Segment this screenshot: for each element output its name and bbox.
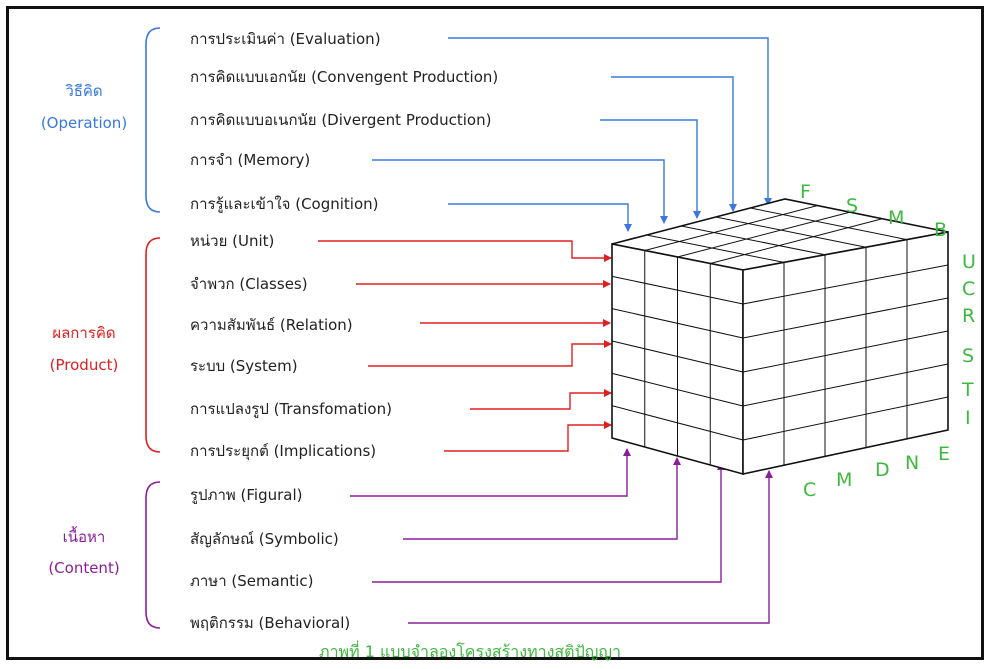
right-face-letters: U C R S T I <box>961 251 976 429</box>
product-group-sub: (Product) <box>50 356 119 374</box>
right-letter-i: I <box>965 407 971 429</box>
top-letter-s: S <box>846 195 858 217</box>
top-letter-f: F <box>800 181 811 203</box>
bottom-letter-n: N <box>905 452 919 474</box>
soi-cube <box>611 198 949 476</box>
operation-arrow-convergent <box>611 76 737 212</box>
cube-top-col-line <box>644 205 818 251</box>
content-bracket <box>145 481 161 629</box>
bottom-letter-m: M <box>836 469 852 491</box>
content-label-behavioral: พฤติกรรม (Behavioral) <box>190 614 350 632</box>
product-label-unit: หน่วย (Unit) <box>190 232 274 250</box>
operation-label-convergent: การคิดแบบเอกนัย (Convengent Production) <box>190 68 498 86</box>
operation-arrow-memory <box>372 159 668 224</box>
right-letter-u: U <box>962 251 976 273</box>
product-label-classes: จำพวก (Classes) <box>190 275 308 293</box>
bottom-letter-d: D <box>875 459 890 481</box>
figure-caption: ภาพที่ 1 แบบจำลองโครงสร้างทางสติปัญญา <box>319 640 621 661</box>
top-face-letters: F S M B <box>800 181 947 241</box>
top-letter-m: M <box>888 207 904 229</box>
content-label-semantic: ภาษา (Semantic) <box>190 572 313 590</box>
operation-arrow-divergent <box>600 119 701 219</box>
content-group-name: เนื้อหา <box>63 526 106 546</box>
product-label-system: ระบบ (System) <box>190 357 298 375</box>
cube-front-row-line <box>611 308 744 339</box>
right-letter-s: S <box>962 345 974 367</box>
operation-label-evaluation: การประเมินค่า (Evaluation) <box>190 30 381 48</box>
product-arrow-system <box>368 340 612 367</box>
bottom-letter-e: E <box>938 443 950 465</box>
product-arrow-implications <box>444 421 612 452</box>
cube-right-row-line <box>742 363 949 407</box>
operation-group-sub: (Operation) <box>41 114 127 132</box>
operation-label-divergent: การคิดแบบอเนกนัย (Divergent Production) <box>190 111 491 129</box>
cube-top-depth-line <box>750 207 908 241</box>
cube-top-col-line <box>710 218 884 264</box>
right-letter-r: R <box>962 305 975 327</box>
cube-top-depth-line <box>681 225 826 256</box>
cube-front-row-line <box>611 340 744 373</box>
cube-top-col-line <box>677 211 851 258</box>
cube-front-row-line <box>611 372 744 407</box>
product-group-name: ผลการคิด <box>52 324 115 342</box>
operation-label-cognition: การรู้และเข้าใจ (Cognition) <box>190 195 379 213</box>
operation-arrow-evaluation <box>448 37 772 206</box>
bottom-letter-c: C <box>803 479 816 501</box>
cube-front-row-line <box>611 405 744 441</box>
cube-top-depth-line <box>646 234 785 263</box>
product-label-relation: ความสัมพันธ์ (Relation) <box>190 316 353 334</box>
cube-right-row-line <box>742 264 949 305</box>
content-arrow-semantic <box>372 462 725 583</box>
content-arrow-figural <box>350 448 631 497</box>
product-label-implications: การประยุกต์ (Implications) <box>190 442 376 461</box>
operation-label-memory: การจำ (Memory) <box>190 151 310 169</box>
cube-front-row-line <box>611 275 744 305</box>
cube-top-depth-line <box>715 216 867 248</box>
content-label-figural: รูปภาพ (Figural) <box>190 486 303 504</box>
bottom-face-letters: C M D N E <box>803 443 950 501</box>
right-letter-c: C <box>962 278 975 300</box>
content-arrow-symbolic <box>403 457 681 540</box>
cube-right-row-line <box>742 396 949 441</box>
product-arrow-transformation <box>470 389 612 410</box>
product-arrow-unit <box>318 240 612 262</box>
operation-bracket <box>145 27 161 213</box>
content-arrow-behavioral <box>408 470 773 624</box>
operation-arrow-cognition <box>448 203 632 232</box>
product-bracket <box>145 237 161 453</box>
cube-right-face <box>742 231 949 475</box>
content-label-symbolic: สัญลักษณ์ (Symbolic) <box>190 530 339 548</box>
top-letter-b: B <box>934 219 947 241</box>
content-group-sub: (Content) <box>48 559 119 577</box>
cube-right-row-line <box>742 330 949 373</box>
right-letter-t: T <box>961 379 974 401</box>
operation-group-name: วิธีคิด <box>65 82 103 100</box>
cube-right-row-line <box>742 297 949 339</box>
product-label-transformation: การแปลงรูป (Transfomation) <box>190 400 392 418</box>
